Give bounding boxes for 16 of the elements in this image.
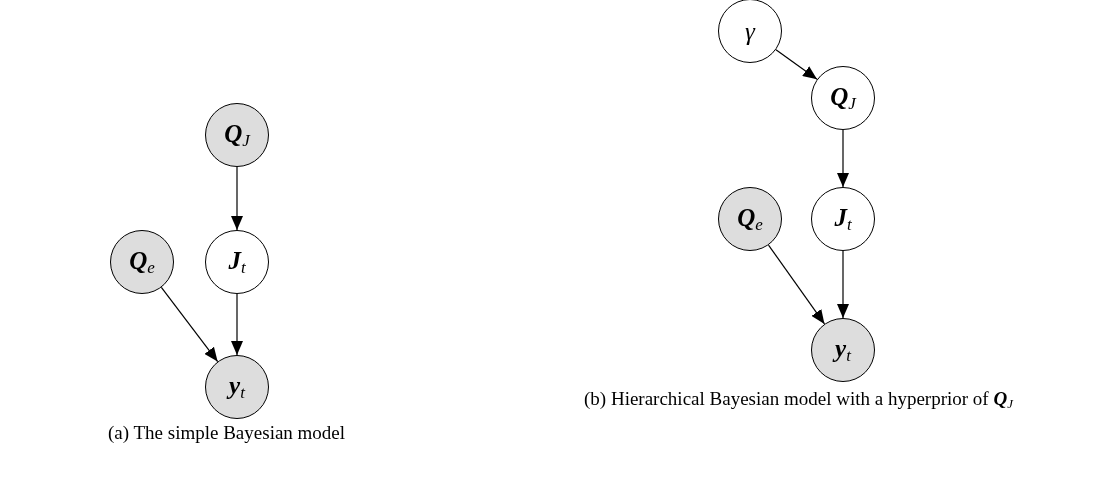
arrow <box>231 166 243 231</box>
subfigure-caption: (b) Hierarchical Bayesian model with a hyperprior of Q$_{J}$ <box>584 387 1014 414</box>
arrow <box>160 286 219 363</box>
arrow <box>231 293 243 356</box>
variable-label: Q$_{J}$ <box>224 120 250 150</box>
variable-label: γ <box>745 18 755 44</box>
variable-label: J$_{t}$ <box>228 247 246 277</box>
variable-label: Q$_{e}$ <box>737 204 763 234</box>
arrow <box>767 244 826 325</box>
variable-label: Q$_{J}$ <box>830 83 856 113</box>
variable-label: J$_{t}$ <box>834 204 852 234</box>
subfigure-caption: (a) The simple Bayesian model <box>108 421 347 445</box>
variable-label: Q$_{e}$ <box>129 247 155 277</box>
arrow <box>837 250 849 319</box>
arrow <box>775 49 818 80</box>
arrow <box>837 129 849 188</box>
